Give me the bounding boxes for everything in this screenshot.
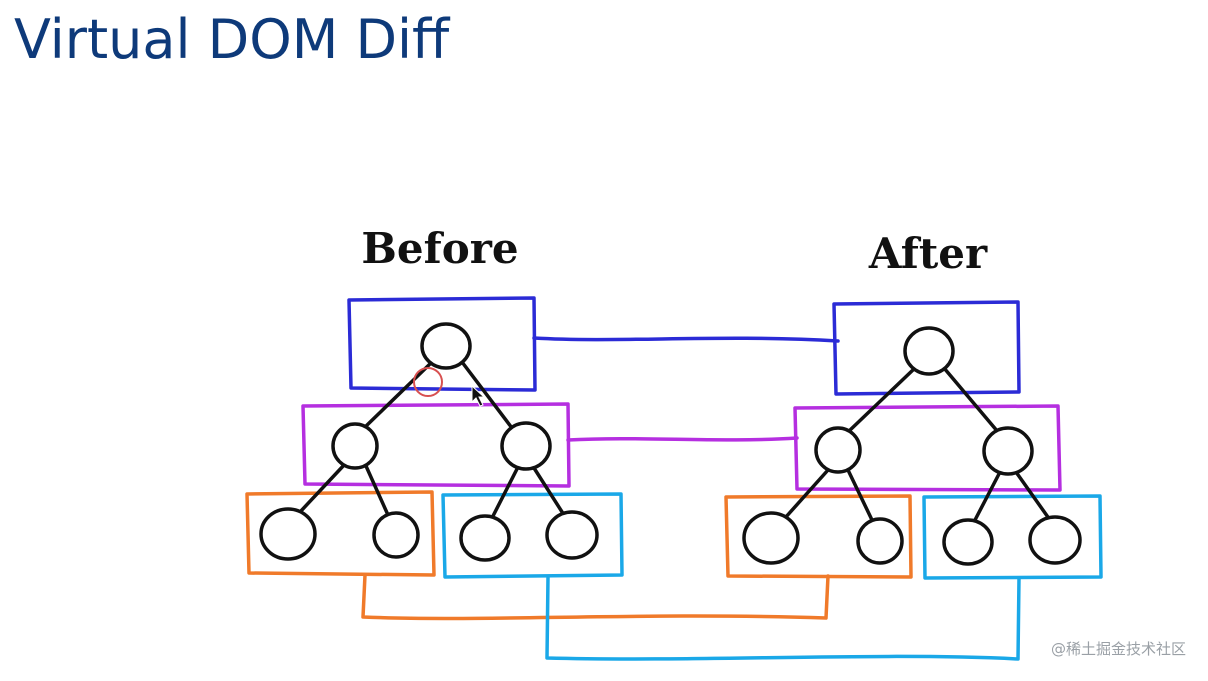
after-leaf-node	[1028, 515, 1082, 565]
before-tree	[245, 296, 624, 579]
before-leaf-node	[545, 510, 599, 560]
before-edge	[362, 360, 434, 430]
after-children-level-box	[793, 404, 1062, 492]
before-edge	[460, 360, 514, 430]
before-label: Before	[361, 224, 518, 273]
before-root-node	[420, 322, 472, 370]
slide-title: Virtual DOM Diff	[14, 8, 450, 71]
after-edge	[1014, 470, 1052, 522]
left-group-connector	[361, 573, 830, 621]
after-child-node-left	[814, 426, 862, 474]
after-edge	[846, 468, 874, 522]
before-edge	[490, 465, 520, 520]
after-leaf-node	[856, 517, 904, 565]
after-root-node	[903, 326, 955, 376]
after-right-group-box	[922, 494, 1103, 580]
right-group-connector	[545, 575, 1021, 661]
after-leaf-node	[942, 518, 994, 566]
before-edge	[532, 466, 566, 517]
root-level-connector	[532, 336, 840, 343]
after-child-node-right	[982, 426, 1034, 476]
before-child-node-left	[331, 422, 379, 470]
after-label: After	[868, 229, 988, 278]
after-tree	[724, 300, 1103, 580]
before-child-node-right	[500, 421, 552, 471]
after-edge	[942, 366, 1000, 434]
after-root-level-box	[832, 300, 1021, 396]
before-edge	[364, 464, 390, 517]
after-edge	[783, 468, 830, 520]
before-right-group-box	[441, 492, 624, 579]
children-level-connector	[566, 436, 799, 442]
after-edge	[846, 366, 917, 434]
after-edge	[973, 470, 1002, 522]
before-leaf-node	[372, 511, 420, 559]
cursor-highlight-ring	[413, 367, 443, 397]
mouse-pointer-icon	[471, 384, 486, 407]
connectors	[361, 336, 1021, 661]
before-left-group-box	[245, 490, 436, 577]
before-leaf-node	[459, 514, 511, 562]
before-leaf-node	[259, 507, 317, 561]
before-edge	[298, 462, 347, 514]
watermark: @稀土掘金技术社区	[1050, 640, 1186, 658]
after-leaf-node	[742, 511, 800, 565]
before-root-level-box	[347, 296, 537, 392]
after-left-group-box	[724, 494, 913, 579]
